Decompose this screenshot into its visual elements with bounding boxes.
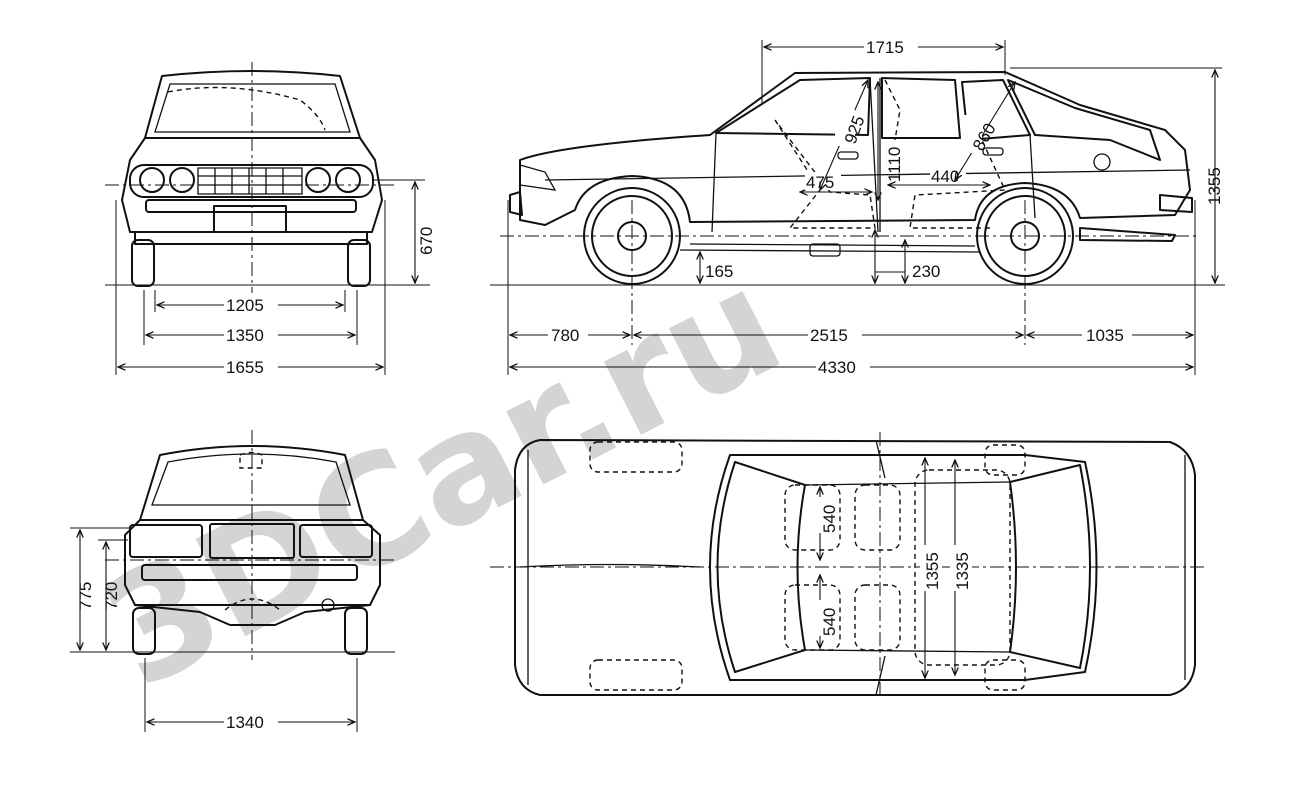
ground-clearance-dim: 165 (705, 262, 733, 281)
seat-gap-dim: 1110 (885, 147, 904, 182)
rear-view: 775 720 1340 (70, 430, 395, 732)
roof-length-dim: 1715 (866, 38, 904, 57)
top-shoulder-rear-dim: 1335 (953, 552, 972, 590)
watermark: 3DCar.ru (77, 235, 807, 722)
front-height-dim: 670 (417, 227, 436, 255)
front-view: 670 1205 1350 1655 (105, 62, 436, 377)
front-wheelspan-dim: 1350 (226, 326, 264, 345)
rear-seat-dim: 440 (931, 167, 959, 186)
seat-floor-dim: 230 (912, 262, 940, 281)
top-view: 540 540 1355 1335 (490, 432, 1205, 700)
side-height-dim: 1355 (1205, 167, 1224, 205)
overall-length-dim: 4330 (818, 358, 856, 377)
top-rear-seat-dim: 540 (820, 608, 839, 636)
rear-height-total-dim: 775 (76, 582, 95, 610)
rear-overhang-dim: 1035 (1086, 326, 1124, 345)
rear-height-body-dim: 720 (102, 582, 121, 610)
wheelbase-dim: 2515 (810, 326, 848, 345)
rear-track-dim: 1340 (226, 713, 264, 732)
top-front-seat-dim: 540 (820, 505, 839, 533)
side-view: 475 440 1110 925 860 165 230 1715 1355 (490, 35, 1225, 377)
top-shoulder-front-dim: 1355 (923, 552, 942, 590)
watermark-text: 3DCar.ru (77, 235, 807, 722)
front-track-dim: 1205 (226, 296, 264, 315)
front-width-dim: 1655 (226, 358, 264, 377)
front-overhang-dim: 780 (551, 326, 579, 345)
